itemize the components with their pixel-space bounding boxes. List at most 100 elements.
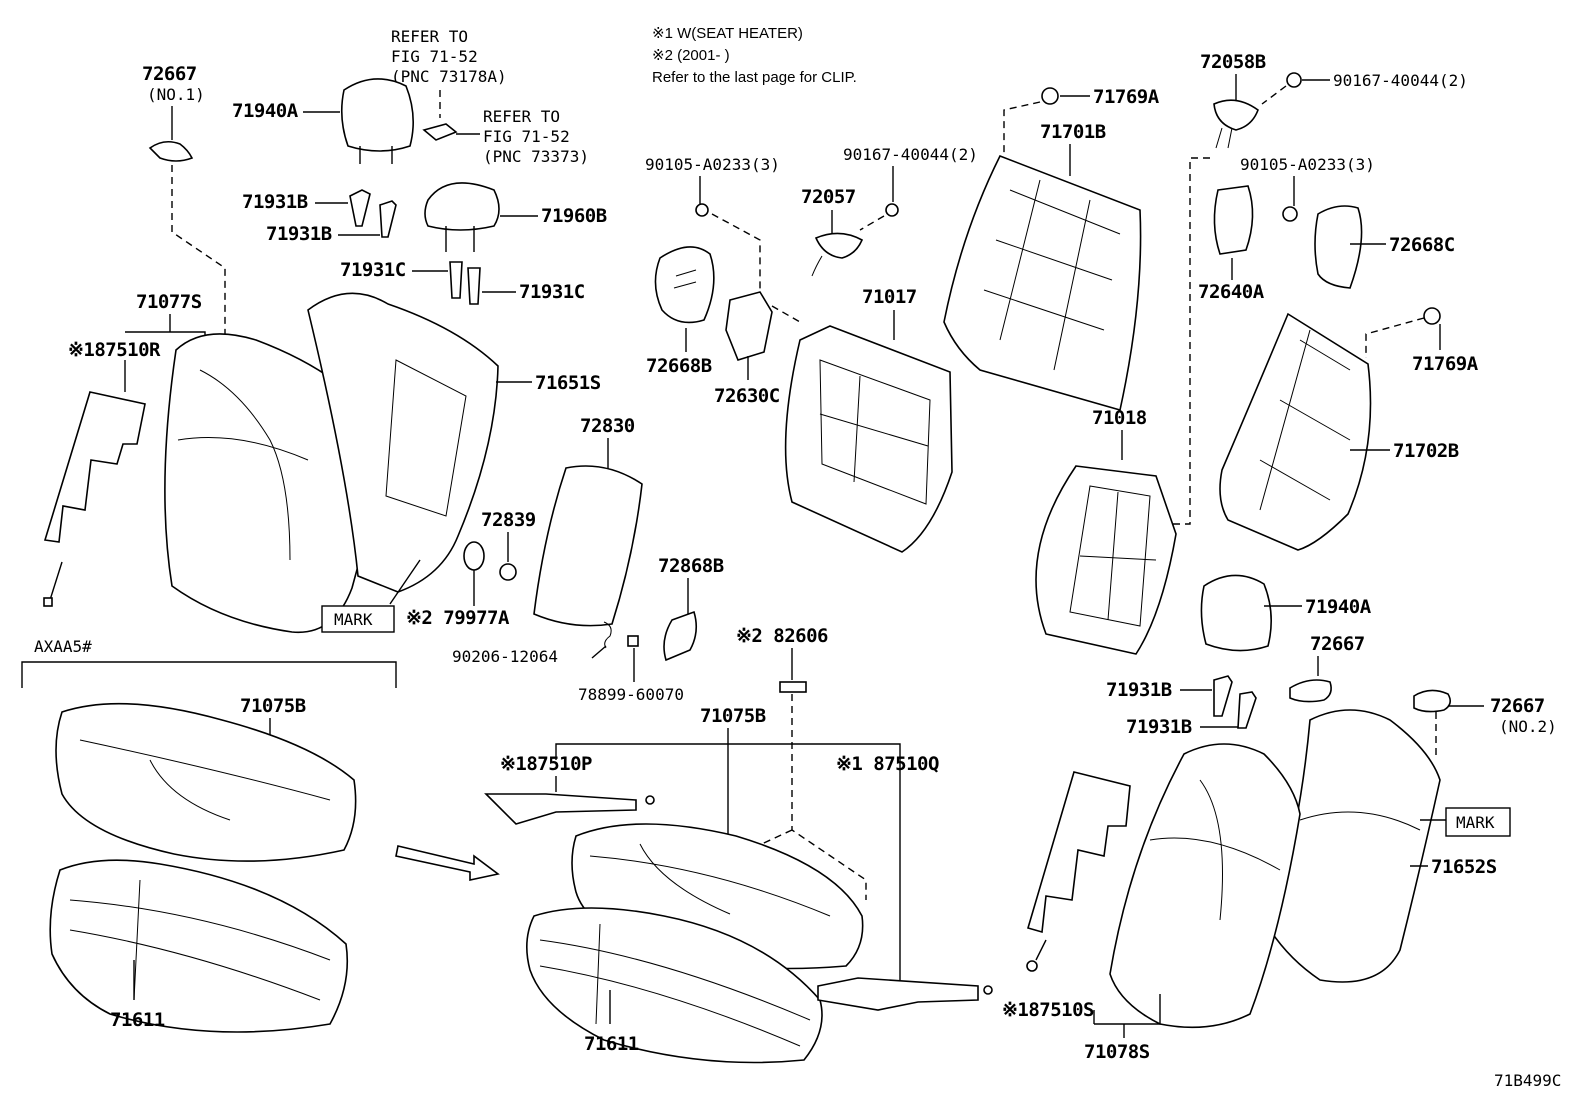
- headrest-71940A: [340, 78, 414, 152]
- guide-71931B: [349, 189, 371, 227]
- bracket-line: [1094, 994, 1161, 1025]
- part-number-72058B: 72058B: [1200, 51, 1266, 73]
- part-sub-no2: (NO.2): [1499, 717, 1557, 736]
- wire: [1215, 127, 1233, 149]
- pad-seam: [539, 923, 811, 1047]
- part-number-71931B: 71931B: [1106, 679, 1172, 701]
- heater-mat-87510R: [43, 391, 146, 543]
- clip-part: [422, 123, 458, 141]
- headrest-71940A: [1200, 574, 1272, 652]
- seatback-pad-71651S: [307, 292, 499, 593]
- part-number-71611: 71611: [584, 1033, 639, 1055]
- cover-seam: [1149, 779, 1281, 921]
- part-number-72640A: 72640A: [1198, 281, 1265, 303]
- cushion-cover-71075B: [55, 702, 357, 862]
- part-number-72668C: 72668C: [1389, 234, 1455, 256]
- bolt-90167: [1286, 72, 1302, 88]
- leader-line: [771, 305, 801, 323]
- cover-seam: [79, 739, 331, 821]
- part-number-90105: 90105-A0233(3): [1240, 155, 1375, 174]
- hinge-72630C: [725, 291, 773, 361]
- clip-72667: [1413, 689, 1452, 713]
- guide-71931B: [379, 200, 397, 238]
- clip-part-72667: [148, 140, 194, 162]
- bolt-90167: [885, 203, 899, 217]
- clip-78899: [627, 635, 639, 647]
- connector-82606: [779, 681, 807, 693]
- part-number-72839: 72839: [481, 509, 536, 531]
- part-number-72868B: 72868B: [658, 555, 724, 577]
- frame-rib: [1107, 491, 1119, 621]
- panel-71701B: [943, 154, 1142, 412]
- part-number-71931B: 71931B: [266, 223, 332, 245]
- part-number-71701B: 71701B: [1040, 121, 1106, 143]
- part-number-72630C: 72630C: [714, 385, 780, 407]
- cover-detail: [673, 269, 697, 289]
- part-number-90167: 90167-40044(2): [843, 145, 978, 164]
- frame-rib: [819, 413, 929, 447]
- bolt-90105: [1282, 206, 1298, 222]
- headrest-71960B: [424, 182, 500, 231]
- leader-line: [859, 215, 885, 231]
- heater-connector: [1026, 960, 1038, 972]
- armrest-72830: [533, 465, 643, 627]
- refer-line: REFER TO: [483, 107, 560, 126]
- leader-line: [739, 829, 793, 855]
- mark-box-left: [321, 605, 395, 633]
- part-number-71960B: 71960B: [541, 205, 607, 227]
- note-clip: Refer to the last page for CLIP.: [652, 69, 857, 86]
- bolt-90105: [695, 203, 709, 217]
- clip-71769A: [1041, 87, 1059, 105]
- part-number-71075B: 71075B: [700, 705, 766, 727]
- leader-line: [1170, 157, 1210, 525]
- spring-90206: [603, 621, 612, 649]
- heater-mat-87510Q: [817, 977, 979, 1011]
- part-number-71611: 71611: [110, 1009, 165, 1031]
- clip-71769A: [1423, 307, 1441, 325]
- refer-line: REFER TO: [391, 27, 468, 46]
- mark-label: MARK: [334, 610, 373, 629]
- refer-line: FIG 71-52: [391, 47, 478, 66]
- part-number-72668B: 72668B: [646, 355, 712, 377]
- panel-ribs: [983, 179, 1121, 371]
- pad-seam: [1299, 811, 1421, 831]
- part-number-78899: 78899-60070: [578, 685, 684, 704]
- part-number-82606: ※2 82606: [736, 625, 828, 647]
- refer-block-1: REFER TO FIG 71-52 (PNC 73178A): [391, 27, 507, 86]
- refer-block-2: REFER TO FIG 71-52 (PNC 73373): [483, 107, 589, 166]
- pad-opening: [385, 359, 467, 517]
- part-number-71931B: 71931B: [1126, 716, 1192, 738]
- part-number-71077S: 71077S: [136, 291, 202, 313]
- note-seat-heater: ※1 W(SEAT HEATER): [652, 25, 803, 42]
- cushion-pad-71611: [49, 859, 349, 1033]
- clip-72667: [1289, 679, 1332, 703]
- part-sub-no1: (NO.1): [147, 85, 205, 104]
- bracket-72058B: [1213, 99, 1259, 131]
- part-number-71702B: 71702B: [1393, 440, 1459, 462]
- seatback-cover-71077S: [164, 333, 376, 634]
- hinge-72640A: [1213, 185, 1254, 255]
- panel-71702B: [1219, 312, 1372, 551]
- cover-seam: [589, 843, 831, 917]
- leader-line: [1003, 101, 1041, 160]
- leader-line: [1365, 317, 1425, 358]
- part-number-72667: 72667: [1490, 695, 1545, 717]
- bracket-72057: [814, 232, 864, 259]
- cover-72668C: [1314, 205, 1363, 289]
- part-number-71940A: 71940A: [1305, 596, 1372, 618]
- pad-seam: [69, 879, 331, 1001]
- cushion-pad-71611: [526, 907, 823, 1064]
- part-number-87510R: ※187510R: [68, 339, 161, 361]
- frame-inner: [1069, 485, 1151, 627]
- part-number-87510S: ※187510S: [1002, 999, 1094, 1021]
- guide-71931B: [1237, 691, 1257, 729]
- part-number-71017: 71017: [862, 286, 917, 308]
- part-number-79977A: ※2 79977A: [406, 607, 510, 629]
- part-number-71769A: 71769A: [1412, 353, 1479, 375]
- part-number-90206: 90206-12064: [452, 647, 558, 666]
- part-number-71940A: 71940A: [232, 100, 299, 122]
- cover-seam: [177, 437, 309, 461]
- refer-line: FIG 71-52: [483, 127, 570, 146]
